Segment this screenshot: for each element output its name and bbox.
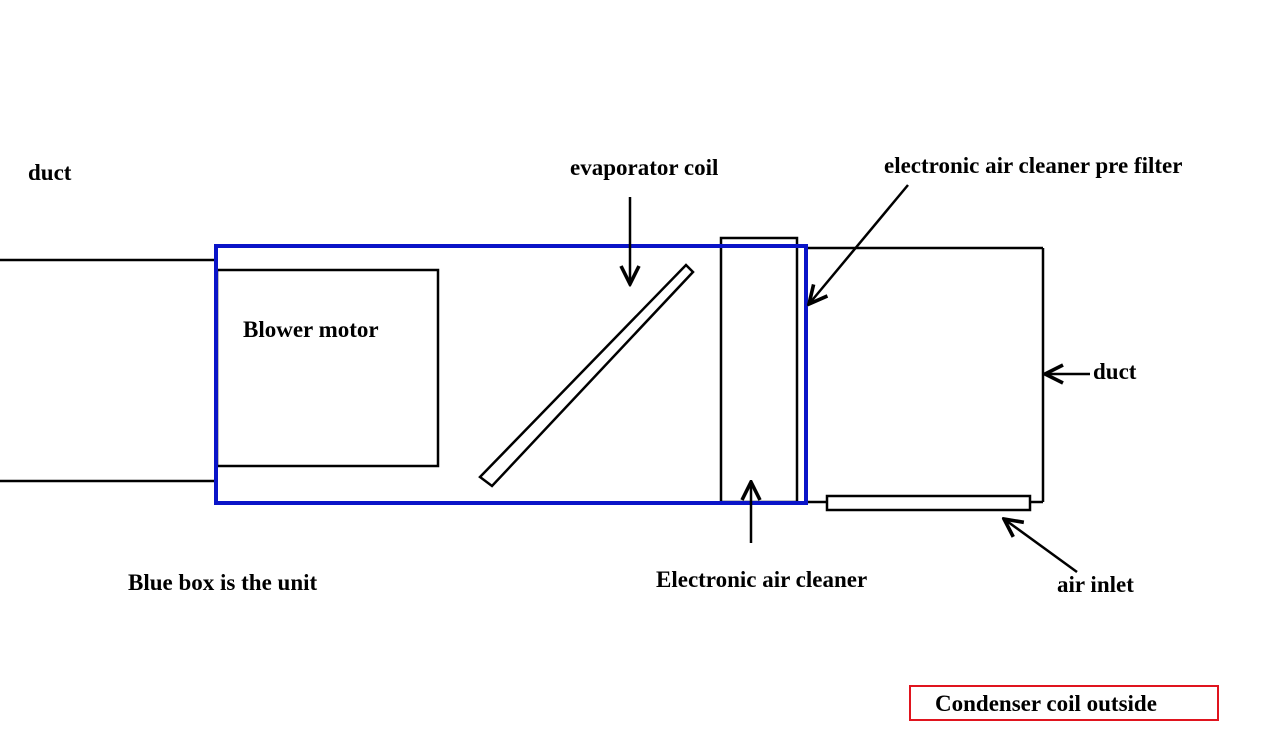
- left-duct: [0, 258, 215, 483]
- electronic-air-cleaner: [719, 236, 799, 504]
- air-inlet: [825, 494, 1032, 512]
- label-duct-left: duct: [28, 160, 72, 185]
- blower-motor-box: [215, 268, 440, 468]
- label-air-cleaner: Electronic air cleaner: [656, 567, 867, 592]
- label-duct-right: duct: [1093, 359, 1137, 384]
- label-condenser: Condenser coil outside: [935, 691, 1157, 716]
- label-evaporator-coil: evaporator coil: [570, 155, 718, 180]
- label-unit-note: Blue box is the unit: [128, 570, 317, 595]
- right-duct: [806, 246, 1045, 504]
- evaporator-coil: [478, 263, 695, 488]
- condenser-box: [909, 685, 1219, 721]
- arrow-pre-filter: [809, 184, 909, 304]
- label-blower-motor: Blower motor: [243, 317, 379, 342]
- arrow-air-inlet: [1004, 519, 1078, 574]
- unit-box: [214, 244, 808, 505]
- label-air-inlet: air inlet: [1057, 572, 1134, 597]
- label-pre-filter: electronic air cleaner pre filter: [884, 153, 1182, 178]
